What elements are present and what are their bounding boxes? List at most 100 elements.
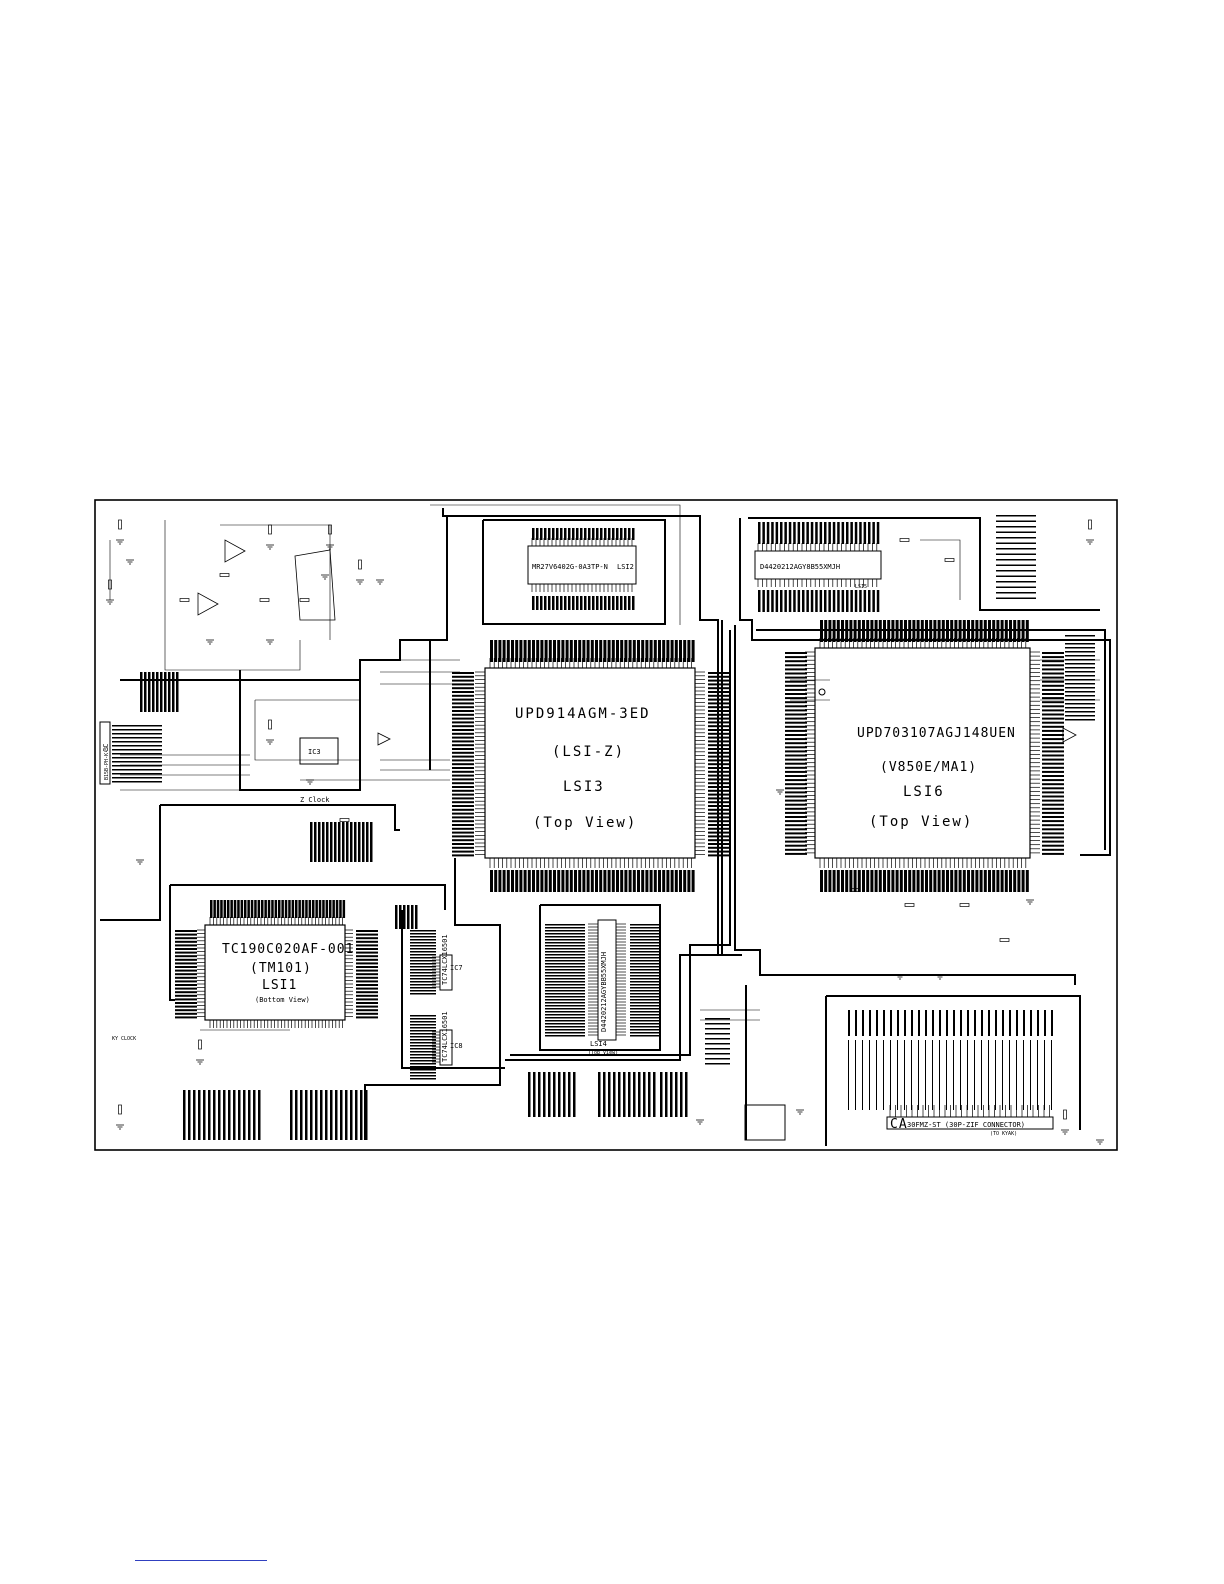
net-tag-mark (545, 1011, 585, 1013)
net-tag-mark (766, 590, 770, 612)
net-tag-mark (237, 900, 240, 918)
net-tag-mark (645, 640, 649, 662)
ground-symbol (136, 859, 144, 865)
net-tag-mark (452, 767, 474, 769)
net-tag-mark (1042, 717, 1064, 720)
net-tag-mark (399, 905, 402, 929)
resistor-symbol (259, 598, 270, 602)
net-tag-mark (545, 936, 585, 938)
net-tag-mark (112, 729, 162, 731)
net-tag-mark (1021, 620, 1025, 642)
net-tag-mark (872, 522, 875, 544)
net-tag-mark (630, 1023, 660, 1025)
net-tag-mark (574, 640, 577, 662)
net-tag-mark (785, 721, 807, 724)
net-tag-mark (820, 620, 823, 642)
net-tag-mark (785, 693, 807, 695)
ic8-ref-label: IC8 (450, 1042, 463, 1050)
net-tag-mark (920, 870, 924, 892)
net-tag-mark (452, 846, 474, 849)
net-tag-mark (356, 951, 378, 954)
net-tag-mark (152, 672, 155, 712)
net-tag-mark (683, 870, 687, 892)
net-tag-mark (452, 687, 474, 690)
net-tag-mark (785, 705, 807, 708)
net-tag-mark (841, 522, 845, 544)
net-tag-mark (708, 725, 730, 728)
net-tag-mark (208, 1090, 211, 1140)
net-tag-mark (946, 870, 949, 892)
net-tag-mark (532, 870, 535, 892)
resistor-symbol (268, 524, 272, 535)
net-tag-mark (630, 963, 660, 965)
net-tag-mark (247, 900, 250, 918)
net-tag-mark (346, 822, 349, 862)
net-tag-mark (410, 966, 436, 968)
net-tag-mark (288, 900, 291, 918)
net-tag-mark (556, 528, 559, 540)
net-tag-mark (545, 954, 585, 956)
net-tag-mark (766, 522, 770, 544)
net-tag-mark (1042, 844, 1064, 847)
net-tag-mark (624, 640, 628, 662)
net-tag-mark (771, 522, 774, 544)
net-tag-mark (953, 1010, 955, 1036)
net-tag-mark (996, 542, 1036, 544)
net-tag-mark (536, 528, 539, 540)
net-tag-mark (916, 620, 920, 642)
net-tag-mark (785, 688, 807, 691)
net-tag-mark (785, 738, 807, 741)
net-tag-mark (511, 640, 514, 662)
net-tag-mark (545, 969, 585, 971)
lsi2-part-label: MR27V6402G-0A3TP-N (532, 563, 608, 571)
net-tag-mark (1016, 1040, 1017, 1110)
net-tag-mark (785, 676, 807, 679)
net-tag-mark (802, 522, 805, 544)
net-tag-mark (819, 522, 823, 544)
net-tag-mark (569, 870, 573, 892)
net-tag-mark (911, 1040, 912, 1110)
net-tag-mark (937, 620, 941, 642)
net-tag-mark (356, 944, 378, 947)
net-tag-mark (891, 620, 895, 642)
net-tag-mark (410, 933, 436, 935)
net-tag-mark (257, 900, 261, 918)
net-tag-mark (785, 762, 807, 765)
net-tag-mark (899, 870, 903, 892)
net-tag-mark (356, 1009, 378, 1012)
net-tag-mark (785, 828, 807, 831)
net-tag-mark (974, 1040, 975, 1110)
net-tag-mark (971, 870, 975, 892)
net-tag-mark (708, 713, 730, 716)
net-tag-mark (314, 822, 317, 862)
net-tag-mark (793, 590, 796, 612)
resistor-symbol (328, 524, 332, 535)
net-tag-mark (1042, 729, 1064, 732)
net-tag-mark (305, 1090, 308, 1140)
net-tag-mark (1042, 738, 1064, 741)
net-tag-mark (264, 900, 267, 918)
net-tag-mark (708, 812, 730, 815)
net-tag-mark (616, 528, 619, 540)
net-tag-mark (112, 737, 162, 739)
net-tag-mark (175, 930, 197, 932)
net-tag-mark (815, 590, 818, 612)
net-tag-mark (708, 717, 730, 720)
net-tag-mark (573, 1072, 576, 1117)
net-tag-mark (975, 870, 979, 892)
net-tag-mark (1002, 1010, 1004, 1036)
net-tag-mark (490, 870, 493, 892)
net-tag-mark (1065, 719, 1095, 721)
net-tag-mark (708, 687, 730, 690)
net-tag-mark (569, 640, 573, 662)
ca-connector-body (886, 1116, 1054, 1130)
net-tag-mark (679, 640, 682, 662)
net-tag-mark (608, 1072, 611, 1117)
net-tag-mark (708, 732, 730, 735)
net-tag-mark (708, 744, 730, 747)
net-tag-mark (545, 960, 585, 962)
resistor-symbol (849, 888, 860, 892)
net-tag-mark (568, 596, 571, 610)
net-tag-mark (996, 520, 1036, 522)
net-tag-mark (1065, 695, 1095, 697)
